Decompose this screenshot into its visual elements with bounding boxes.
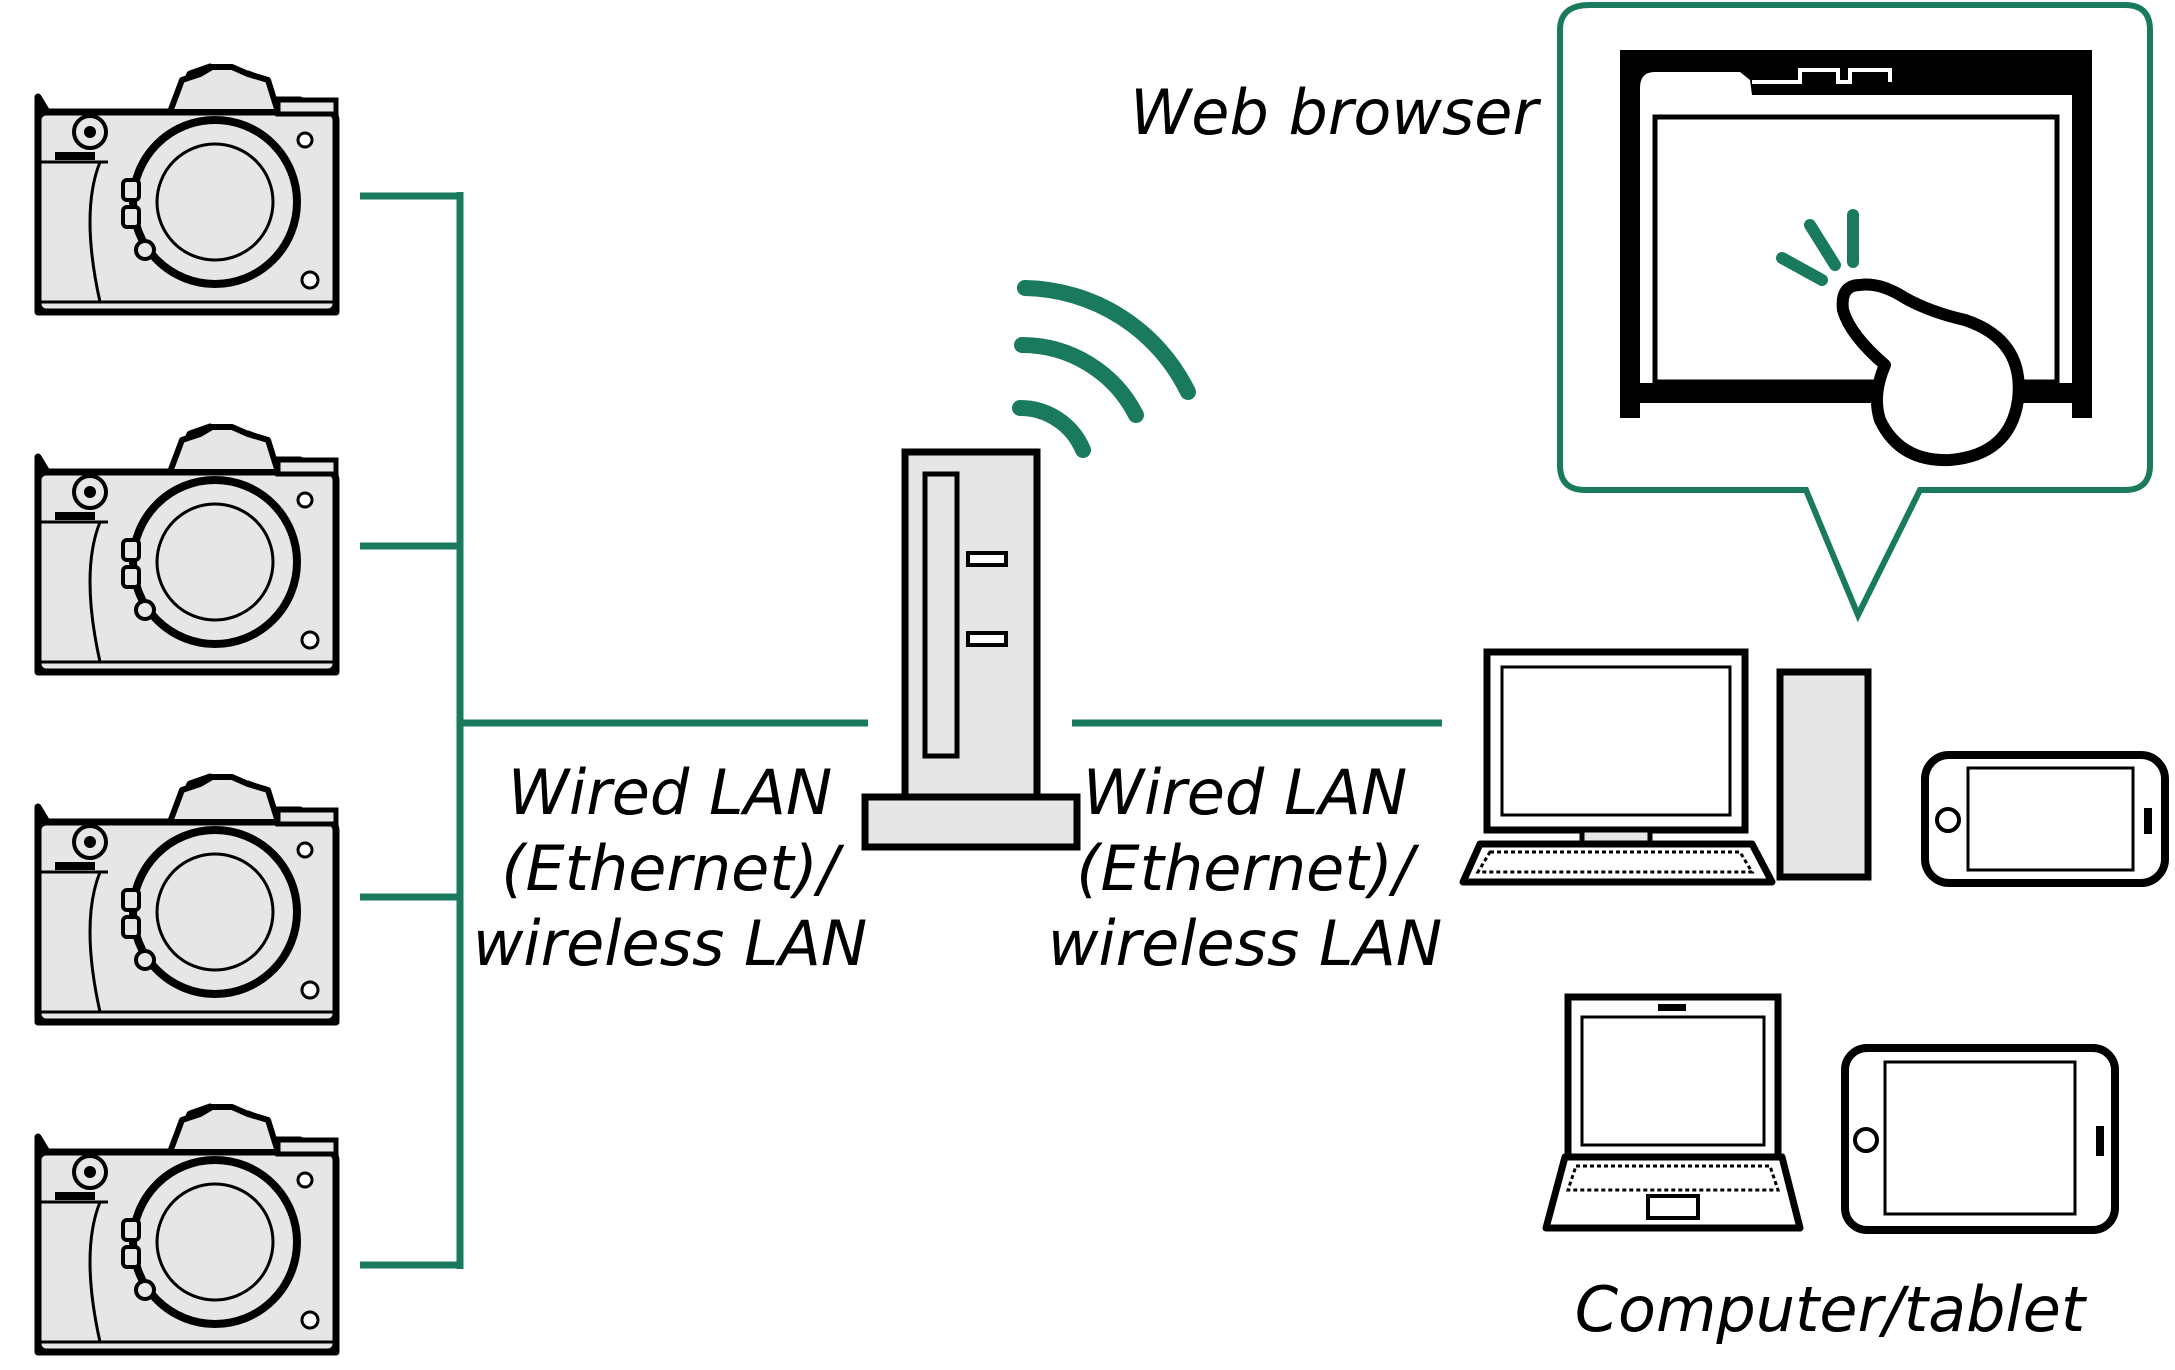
tablet-icon [1841, 1044, 2119, 1234]
desktop-computer-icon [1459, 648, 1872, 886]
camera-icon [38, 1107, 336, 1352]
wifi-signal-icon [1012, 280, 1196, 458]
connection-label-left-line-1: Wired LAN [507, 756, 833, 829]
connection-label-right-line-3: wireless LAN [1047, 907, 1443, 981]
camera-icon [38, 427, 336, 672]
web-browser-label: Web browser [1130, 76, 1538, 149]
laptop-icon [1542, 993, 1804, 1232]
connection-label-right-line-1: Wired LAN [1082, 756, 1408, 829]
connection-label-right-line-2: (Ethernet)/ [1076, 831, 1414, 905]
connection-label-left: Wired LAN (Ethernet)/ wireless LAN [445, 755, 895, 982]
connection-lines [360, 192, 1442, 1269]
router-icon [861, 448, 1081, 851]
camera-icon [38, 67, 336, 312]
connection-label-left-line-3: wireless LAN [472, 907, 868, 981]
camera-icon [38, 777, 336, 1022]
tap-gesture-icon [1776, 209, 2025, 467]
connection-label-right: Wired LAN (Ethernet)/ wireless LAN [1020, 755, 1470, 982]
connection-label-left-line-2: (Ethernet)/ [501, 831, 839, 905]
smartphone-icon [1921, 751, 2169, 887]
computer-tablet-label: Computer/tablet [1574, 1273, 2086, 1346]
